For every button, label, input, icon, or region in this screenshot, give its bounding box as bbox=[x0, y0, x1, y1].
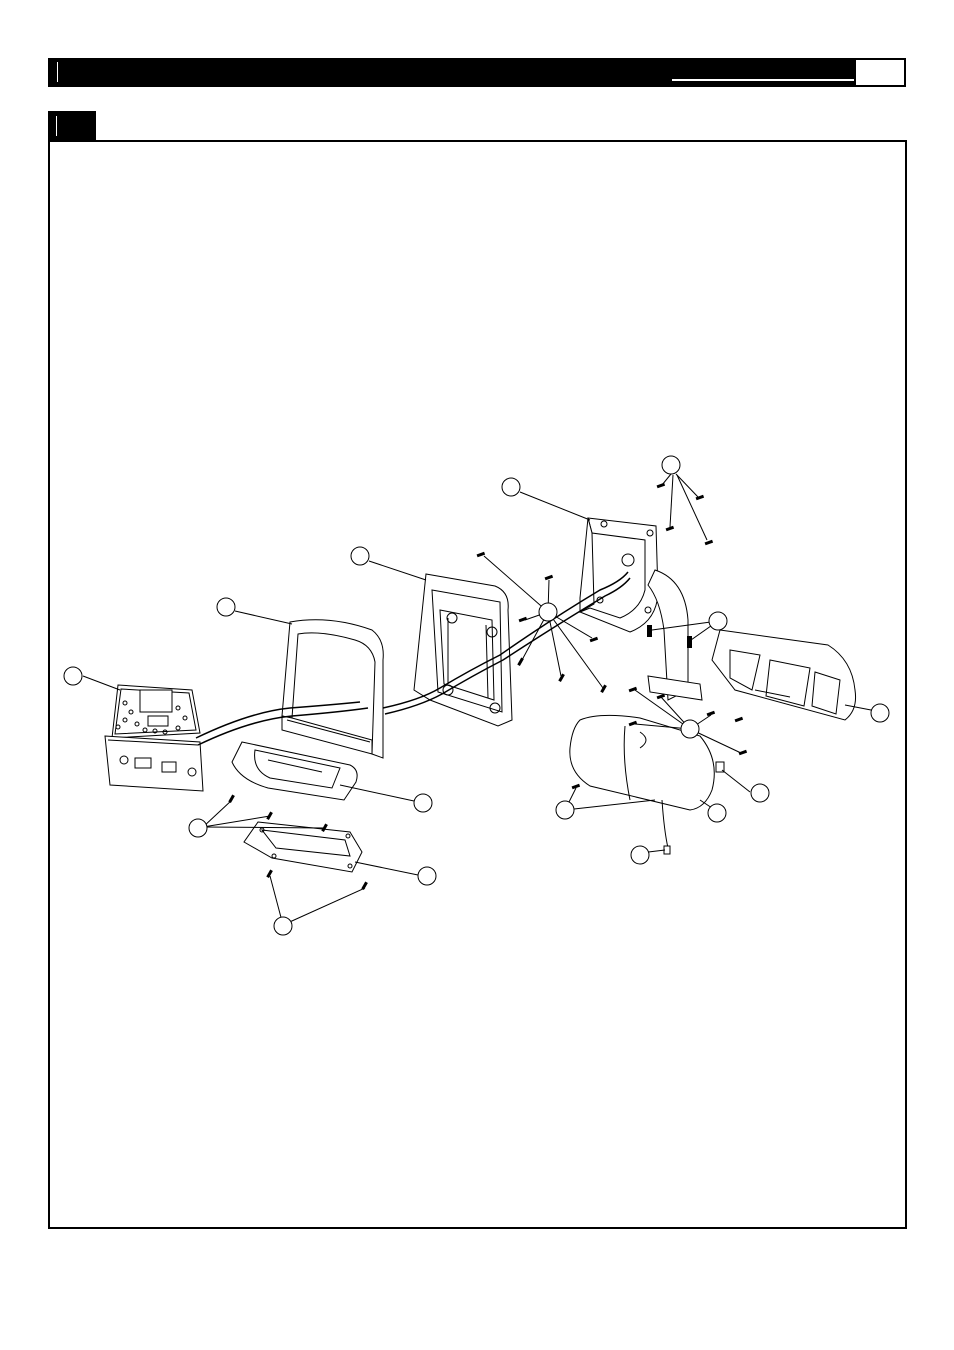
diagram-frame bbox=[48, 140, 907, 1229]
callout-circle bbox=[501, 477, 521, 497]
motor-housing-part bbox=[569, 675, 725, 855]
page-number-box bbox=[854, 58, 906, 87]
header-tick bbox=[57, 62, 58, 82]
console-housing-part bbox=[413, 573, 513, 727]
lower-cover-part bbox=[243, 821, 363, 873]
callout-circle bbox=[63, 666, 83, 686]
callout-circle bbox=[216, 597, 236, 617]
callout-circle bbox=[707, 803, 727, 823]
callout-circle bbox=[680, 719, 700, 739]
accessory-tray-part bbox=[231, 741, 358, 801]
callout-circle bbox=[417, 866, 437, 886]
header-underline bbox=[672, 79, 894, 81]
callout-circle bbox=[750, 783, 770, 803]
header-bar bbox=[48, 58, 894, 87]
callout-circle bbox=[350, 546, 370, 566]
callout-circle bbox=[188, 818, 208, 838]
callout-circle bbox=[413, 793, 433, 813]
bezel-frame-part bbox=[281, 619, 384, 759]
wire-harness bbox=[195, 571, 631, 746]
callout-circle bbox=[870, 703, 890, 723]
callout-circle bbox=[630, 845, 650, 865]
callout-circle bbox=[538, 602, 558, 622]
callout-circle bbox=[273, 916, 293, 936]
rear-shroud-part bbox=[711, 629, 856, 721]
callout-circle bbox=[661, 455, 681, 475]
callout-circles bbox=[63, 455, 890, 936]
callout-circle bbox=[555, 800, 575, 820]
section-tab-tick bbox=[56, 116, 57, 136]
leader-lines bbox=[82, 473, 872, 926]
mounting-bracket-part bbox=[578, 517, 659, 633]
section-tab bbox=[48, 111, 96, 141]
console-overlay-part bbox=[104, 684, 204, 792]
callout-circle bbox=[708, 611, 728, 631]
